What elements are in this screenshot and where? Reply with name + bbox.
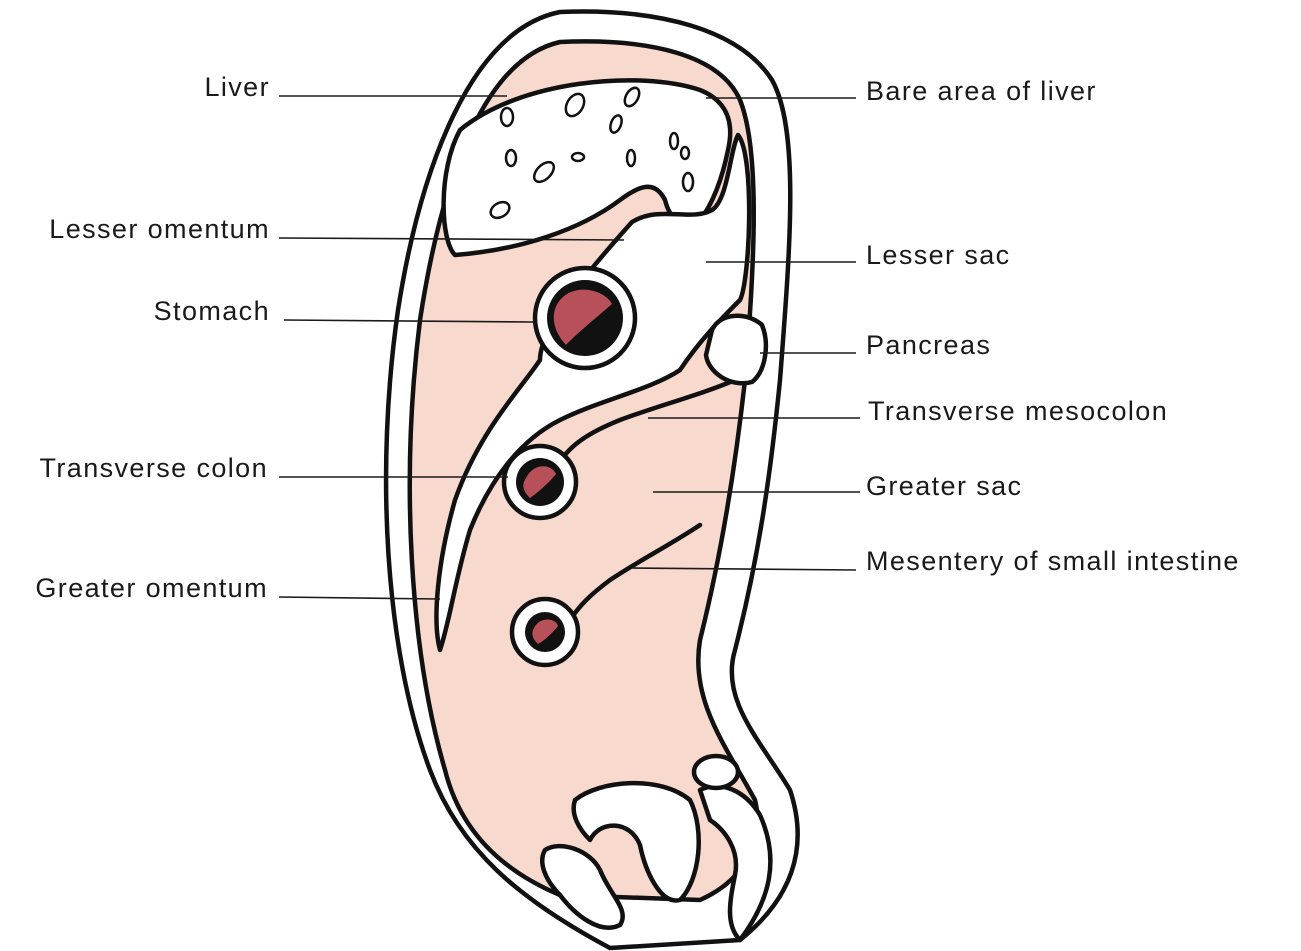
hepatic-vessel: [572, 153, 584, 161]
hepatic-vessel: [627, 150, 635, 166]
label-greater-omentum: Greater omentum: [35, 573, 268, 603]
sigmoid-colon: [694, 756, 738, 788]
label-greater-sac: Greater sac: [866, 471, 1022, 501]
hepatic-vessel: [670, 133, 678, 149]
pancreas: [706, 316, 766, 383]
hepatic-vessel: [501, 108, 513, 126]
label-pancreas: Pancreas: [866, 330, 991, 360]
hepatic-vessel: [506, 150, 516, 166]
hepatic-vessel: [681, 147, 689, 159]
label-mesentery-of-small-intestine: Mesentery of small intestine: [866, 546, 1240, 576]
label-stomach: Stomach: [154, 296, 270, 326]
label-lesser-omentum: Lesser omentum: [49, 214, 270, 244]
label-transverse-mesocolon: Transverse mesocolon: [868, 396, 1168, 426]
label-bare-area-of-liver: Bare area of liver: [866, 76, 1097, 106]
label-transverse-colon: Transverse colon: [40, 453, 269, 483]
label-lesser-sac: Lesser sac: [866, 240, 1011, 270]
label-liver: Liver: [204, 72, 270, 102]
hepatic-vessel: [683, 173, 693, 191]
